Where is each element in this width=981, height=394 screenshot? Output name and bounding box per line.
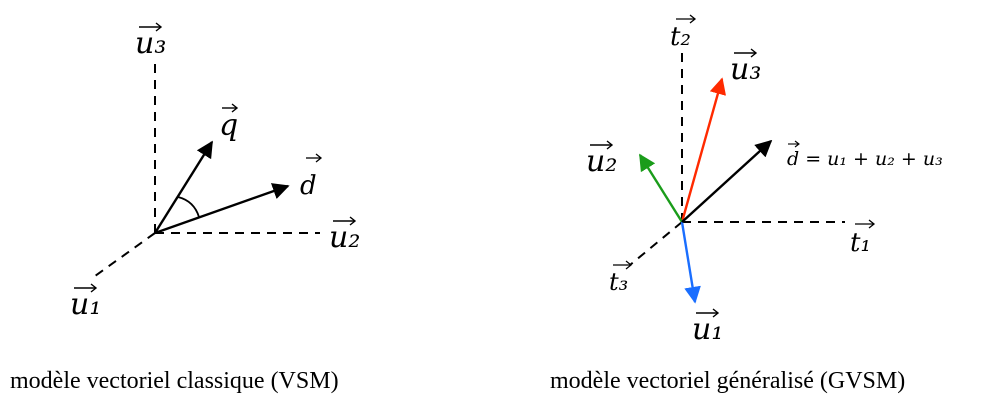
vsm-label-u2-text: u₂ [329, 220, 360, 255]
gvsm-label-d-equation: d = u₁ + u₂ + u₃ [787, 140, 943, 170]
gvsm-label-u3: u₃ [730, 48, 761, 87]
gvsm-label-t3: t₃ [609, 260, 632, 296]
gvsm-vector-u3 [680, 77, 727, 223]
gvsm-label-t1-text: t₁ [850, 228, 871, 258]
gvsm-vector-u2 [638, 153, 684, 223]
gvsm-label-u1-text: u₁ [692, 312, 723, 347]
gvsm-label-u3-text: u₃ [730, 52, 761, 87]
svg-text:d: d [300, 171, 317, 201]
vsm-diagram: u₃ q d u₂ u₁ modèle vectoriel classique … [10, 22, 360, 394]
svg-text:t₁: t₁ [850, 228, 871, 258]
gvsm-diagram: t₂ u₃ d = u₁ + u₂ + u₃ u₂ t₁ t₃ u₁ modèl… [550, 14, 943, 394]
gvsm-axis-t3 [629, 221, 683, 266]
gvsm-label-t2: t₂ [670, 14, 697, 52]
gvsm-label-t2-text: t₂ [670, 22, 691, 52]
vsm-vector-d [154, 183, 290, 235]
gvsm-label-u2-text: u₂ [586, 144, 617, 179]
vsm-caption: modèle vectoriel classique (VSM) [10, 368, 339, 394]
svg-text:u₃: u₃ [135, 26, 166, 61]
vsm-vector-q [153, 140, 214, 234]
vsm-label-u3-text: u₃ [135, 26, 166, 61]
svg-text:d = u₁ + u₂ + u₃: d = u₁ + u₂ + u₃ [787, 148, 943, 170]
vsm-label-q: q [219, 103, 238, 143]
gvsm-label-u1: u₁ [692, 308, 723, 347]
svg-text:t₃: t₃ [609, 268, 628, 296]
gvsm-label-d-equation-text: d = u₁ + u₂ + u₃ [787, 148, 943, 170]
svg-text:u₁: u₁ [692, 312, 723, 347]
gvsm-label-t3-text: t₃ [609, 268, 628, 296]
svg-text:u₃: u₃ [730, 52, 761, 87]
svg-text:u₂: u₂ [586, 144, 617, 179]
vsm-label-d: d [300, 153, 323, 201]
gvsm-vector-u1 [680, 221, 701, 304]
vsm-axis-u1 [94, 232, 156, 277]
svg-text:u₂: u₂ [329, 220, 360, 255]
vsm-label-u2: u₂ [329, 216, 360, 255]
vsm-angle-arc [177, 196, 200, 218]
vsm-label-u3: u₃ [135, 22, 166, 61]
vsm-label-u1: u₁ [70, 283, 101, 322]
gvsm-vector-d [681, 139, 773, 223]
vsm-label-q-text: q [219, 108, 238, 143]
svg-text:t₂: t₂ [670, 22, 691, 52]
svg-text:u₁: u₁ [70, 287, 101, 322]
svg-text:q: q [219, 108, 238, 143]
gvsm-label-u2: u₂ [586, 140, 617, 179]
gvsm-caption: modèle vectoriel généralisé (GVSM) [550, 368, 905, 394]
gvsm-label-t1: t₁ [850, 219, 876, 258]
vsm-label-d-text: d [300, 171, 317, 201]
vsm-label-u1-text: u₁ [70, 287, 101, 322]
